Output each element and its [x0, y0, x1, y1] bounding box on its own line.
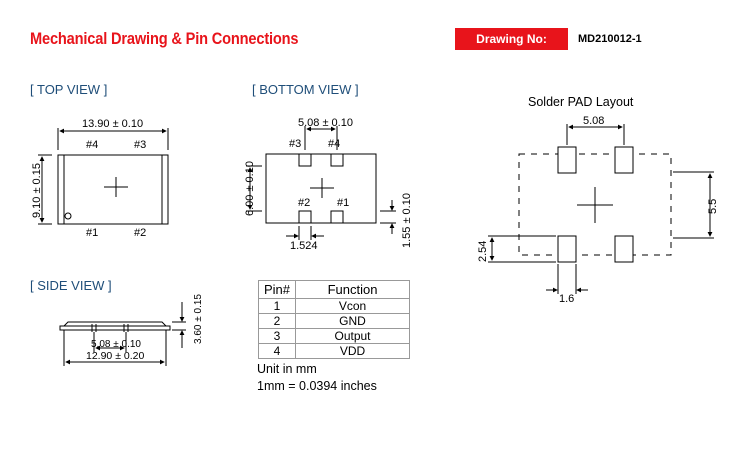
table-row: 3 Output [258, 328, 410, 344]
top-pin3-label: #3 [134, 139, 146, 151]
bottom-pad-2 [298, 210, 312, 224]
pin-function-table: Pin# Function 1 Vcon 2 GND 3 Output 4 VD… [258, 280, 410, 359]
bottom-pin4-label: #4 [328, 138, 340, 150]
bottom-view [246, 126, 396, 240]
bottom-pin1-label: #1 [337, 197, 349, 209]
side-body-top [62, 321, 168, 327]
side-length-dim: 12.90 ± 0.20 [86, 350, 144, 362]
bottom-pad-offset-dim: 1.55 ± 0.10 [401, 193, 413, 248]
side-height-dim: 3.60 ± 0.15 [193, 294, 204, 344]
side-view [59, 302, 186, 366]
page-title: Mechanical Drawing & Pin Connections [30, 29, 299, 48]
top-height-dim: 9.10 ± 0.15 [31, 163, 43, 218]
top-view-label: [ TOP VIEW ] [30, 82, 108, 97]
side-pitch-dim: 5.08 ± 0.10 [91, 339, 141, 350]
top-pin4-label: #4 [86, 139, 98, 151]
bottom-view-outline [265, 153, 377, 224]
bottom-pad-width-dim: 1.524 [290, 240, 318, 252]
solder-pad-4 [614, 146, 634, 174]
table-header-function: Function [295, 280, 410, 299]
table-row: 2 GND [258, 313, 410, 329]
pad-width-dim: 1.6 [559, 293, 574, 305]
bottom-view-label: [ BOTTOM VIEW ] [252, 82, 359, 97]
side-base [59, 325, 171, 331]
solder-pad-1 [614, 235, 634, 263]
pad-height-dim: 5.5 [707, 199, 719, 214]
drawing-no-value: MD210012-1 [578, 33, 642, 45]
table-cell-function: Output [295, 328, 410, 344]
pin1-marker [64, 212, 72, 220]
top-pin2-label: #2 [134, 227, 146, 239]
table-cell-function: GND [295, 313, 410, 329]
bottom-pitch-dim: 5.08 ± 0.10 [298, 117, 353, 129]
solder-pad-layout [488, 124, 714, 294]
top-width-dim: 13.90 ± 0.10 [82, 118, 143, 130]
side-view-label: [ SIDE VIEW ] [30, 278, 112, 293]
top-pin1-label: #1 [86, 227, 98, 239]
pad-outline-dashed [518, 153, 672, 256]
solder-pad-3 [557, 146, 577, 174]
table-row: 4 VDD [258, 343, 410, 359]
top-view-outline [57, 154, 169, 225]
table-header-row: Pin# Function [258, 280, 410, 299]
drawing-no-label: Drawing No: [455, 28, 568, 50]
table-cell-function: VDD [295, 343, 410, 359]
solder-pad-2 [557, 235, 577, 263]
pad-length-dim: 2.54 [477, 241, 489, 262]
table-cell-function: Vcon [295, 298, 410, 314]
bottom-height-dim: 6.00 ± 0.10 [244, 161, 256, 216]
bottom-pad-1 [330, 210, 344, 224]
table-cell-pin: 1 [258, 298, 296, 314]
table-header-pin: Pin# [258, 280, 296, 299]
table-cell-pin: 3 [258, 328, 296, 344]
unit-note: Unit in mm [257, 362, 317, 376]
bottom-pin2-label: #2 [298, 197, 310, 209]
table-cell-pin: 4 [258, 343, 296, 359]
top-view [38, 128, 169, 225]
table-cell-pin: 2 [258, 313, 296, 329]
bottom-pad-3 [298, 153, 312, 167]
conversion-note: 1mm = 0.0394 inches [257, 379, 377, 393]
table-row: 1 Vcon [258, 298, 410, 314]
pad-pitch-dim: 5.08 [583, 115, 604, 127]
solder-pad-title: Solder PAD Layout [528, 95, 634, 109]
bottom-pad-4 [330, 153, 344, 167]
bottom-pin3-label: #3 [289, 138, 301, 150]
